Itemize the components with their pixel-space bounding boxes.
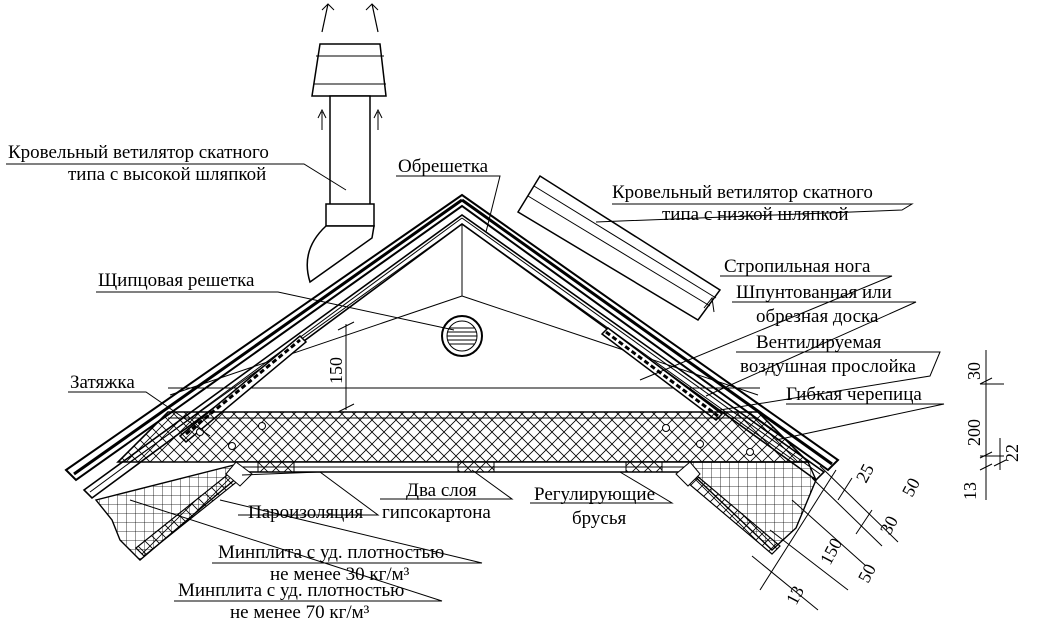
label-stropila: Стропильная нога bbox=[724, 256, 871, 277]
label-gips-1: Два слоя bbox=[406, 480, 477, 501]
label-air-1: Вентилируемая bbox=[756, 332, 882, 353]
label-high-fan-2: типа с высокой шляпкой bbox=[68, 164, 266, 185]
dim-text: 50 bbox=[898, 475, 924, 500]
label-min30-2: не менее 30 кг/м³ bbox=[270, 564, 410, 585]
gable-grille bbox=[441, 315, 483, 357]
dim-text: 13 bbox=[782, 583, 808, 608]
dim-text: 150 bbox=[816, 535, 846, 568]
slope-insulation bbox=[94, 461, 817, 561]
label-shchip: Щипцовая решетка bbox=[98, 270, 255, 291]
label-low-fan-2: типа с низкой шляпкой bbox=[662, 204, 848, 225]
dim-150-gable: 150 bbox=[326, 321, 355, 413]
leader-lines bbox=[6, 163, 945, 602]
ceiling-drywall bbox=[225, 461, 701, 487]
dim-text: 150 bbox=[326, 357, 346, 384]
label-paroiz: Пароизоляция bbox=[248, 502, 364, 523]
dim-text: 25 bbox=[852, 461, 878, 486]
dim-slope bbox=[751, 465, 899, 611]
label-high-fan-1: Кровельный ветилятор скатного bbox=[8, 142, 269, 163]
label-low-fan-1: Кровельный ветилятор скатного bbox=[612, 182, 873, 203]
label-min70-1: Минплита с уд. плотностью bbox=[178, 580, 404, 601]
dim-text: 200 bbox=[964, 419, 984, 446]
label-brus-2: брусья bbox=[572, 508, 627, 529]
label-doska-2: обрезная доска bbox=[756, 306, 879, 327]
label-air-2: воздушная прослойка bbox=[740, 356, 917, 377]
label-gips-2: гипсокартона bbox=[382, 502, 491, 523]
dim-vertical-right bbox=[979, 350, 1007, 500]
dim-text: 50 bbox=[854, 561, 880, 586]
dim-text: 30 bbox=[876, 513, 902, 538]
label-brus-1: Регулирующие bbox=[534, 484, 655, 505]
label-doska-1: Шпунтованная или bbox=[736, 282, 892, 303]
label-min30-1: Минплита с уд. плотностью bbox=[218, 542, 444, 563]
dim-text: 30 bbox=[964, 362, 984, 380]
label-obreshetka: Обрешетка bbox=[398, 156, 489, 177]
low-cap-roof-fan bbox=[516, 174, 722, 321]
high-cap-roof-fan bbox=[306, 3, 387, 284]
dim-text: 22 bbox=[1002, 444, 1022, 462]
label-min70-2: не менее 70 кг/м³ bbox=[230, 602, 370, 623]
ceiling-insulation bbox=[116, 411, 810, 463]
label-zatyazhka: Затяжка bbox=[70, 372, 135, 393]
label-cherepitsa: Гибкая черепица bbox=[786, 384, 922, 405]
roof-cladding bbox=[64, 193, 840, 500]
dim-text: 13 bbox=[960, 482, 980, 500]
